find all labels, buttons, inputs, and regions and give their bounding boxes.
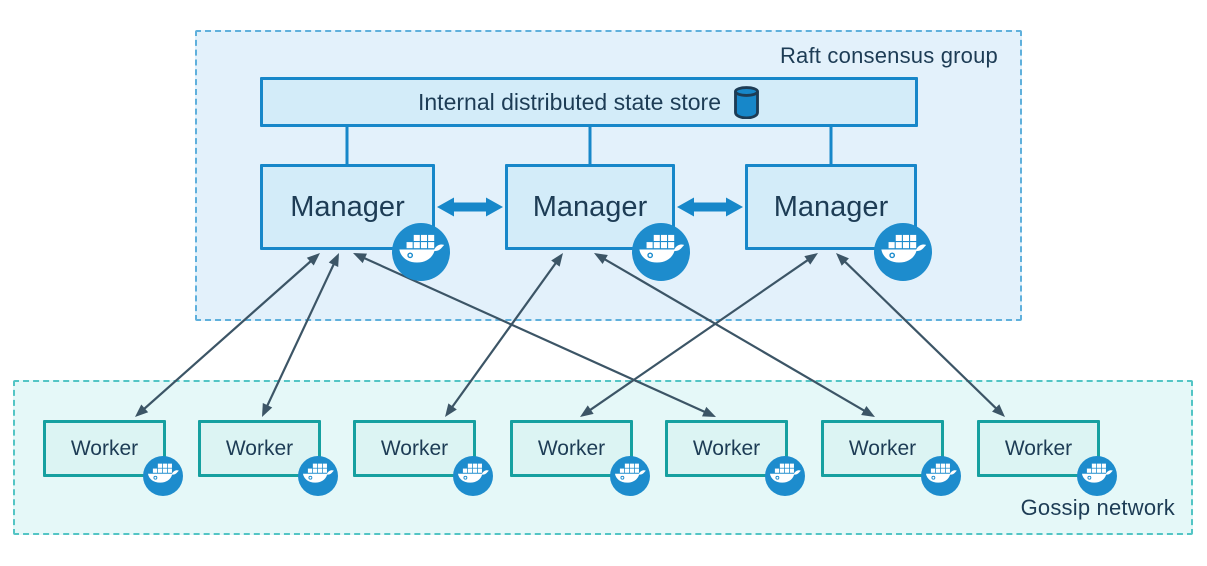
manager-worker-arrowhead: [594, 253, 608, 265]
manager-worker-arrow-line: [602, 257, 867, 413]
manager-peer-arrowhead: [437, 197, 454, 217]
gossip-network-label: Gossip network: [1020, 495, 1175, 520]
raft-consensus-group-label: Raft consensus group: [779, 43, 998, 68]
state-store-label: Internal distributed state store: [418, 88, 721, 115]
state-store-box: Internal distributed state store: [260, 77, 918, 127]
manager-worker-arrow-line: [141, 258, 314, 412]
manager-worker-arrowhead: [353, 253, 367, 264]
manager-worker-arrow-line: [265, 261, 336, 409]
worker-label: Worker: [70, 436, 139, 460]
manager-worker-arrow-line: [361, 256, 708, 414]
manager-worker-arrowhead: [580, 405, 594, 417]
worker-label: Worker: [537, 436, 606, 460]
manager-label: Manager: [773, 190, 889, 223]
manager-worker-arrowhead: [702, 406, 716, 417]
docker-whale-icon: [874, 223, 932, 281]
docker-whale-icon: [1077, 456, 1117, 496]
manager-peer-arrowhead: [677, 197, 694, 217]
manager-worker-arrowhead: [992, 404, 1005, 417]
docker-whale-icon: [453, 456, 493, 496]
manager-worker-arrowhead: [551, 253, 563, 267]
manager-worker-arrowhead: [135, 404, 149, 417]
manager-worker-arrowhead: [804, 253, 818, 265]
worker-box: Worker: [198, 420, 321, 477]
manager-worker-arrowhead: [836, 253, 849, 266]
manager-peer-arrowhead: [726, 197, 743, 217]
manager-label: Manager: [532, 190, 648, 223]
manager-worker-arrowhead: [445, 403, 457, 417]
manager-worker-arrow-line: [842, 259, 999, 411]
manager-worker-arrow-line: [587, 257, 811, 413]
worker-label: Worker: [692, 436, 761, 460]
worker-box: Worker: [510, 420, 633, 477]
docker-whale-icon: [632, 223, 690, 281]
worker-label: Worker: [1004, 436, 1073, 460]
manager-peer-arrowhead: [486, 197, 503, 217]
manager-worker-arrowhead: [306, 253, 320, 266]
manager-worker-arrow-line: [449, 260, 559, 410]
manager-worker-arrowhead: [861, 405, 875, 417]
worker-label: Worker: [848, 436, 917, 460]
database-cylinder-icon: [733, 85, 760, 119]
worker-label: Worker: [380, 436, 449, 460]
worker-label: Worker: [225, 436, 294, 460]
docker-whale-icon: [143, 456, 183, 496]
docker-whale-icon: [610, 456, 650, 496]
docker-whale-icon: [392, 223, 450, 281]
docker-whale-icon: [921, 456, 961, 496]
manager-worker-arrowhead: [262, 403, 273, 417]
manager-label: Manager: [290, 190, 405, 223]
docker-whale-icon: [765, 456, 805, 496]
manager-worker-arrowhead: [328, 253, 339, 267]
docker-whale-icon: [298, 456, 338, 496]
